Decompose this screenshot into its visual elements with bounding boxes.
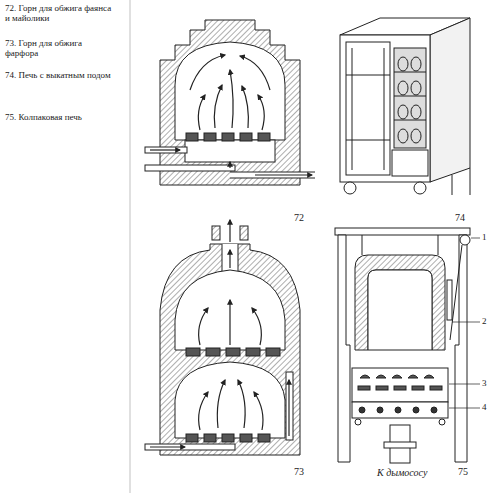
figure-number: 75 xyxy=(458,466,468,478)
callout-number: 2 xyxy=(482,316,487,326)
faience-kiln xyxy=(145,20,315,185)
callout-number: 3 xyxy=(482,378,487,388)
figure-number: 73 xyxy=(294,466,304,478)
porcelain-kiln xyxy=(145,220,300,455)
frame-line xyxy=(130,0,131,493)
exhaust-note: К дымососу xyxy=(376,467,428,479)
figure-caption: 75. Колпаковая печь xyxy=(5,112,117,122)
callout-number: 1 xyxy=(482,232,487,242)
bell-kiln xyxy=(335,228,480,463)
figure-number: 72 xyxy=(294,212,304,224)
figure-caption: 72. Горн для обжига фаянса и майолики xyxy=(5,3,117,24)
callout-number: 4 xyxy=(482,402,487,412)
figure-caption: 74. Печь с выкатным подом xyxy=(5,70,117,80)
figure-number: 74 xyxy=(455,212,465,224)
figure-caption: 73. Горн для обжига фарфора xyxy=(5,38,117,59)
car-bottom-kiln xyxy=(340,18,470,195)
